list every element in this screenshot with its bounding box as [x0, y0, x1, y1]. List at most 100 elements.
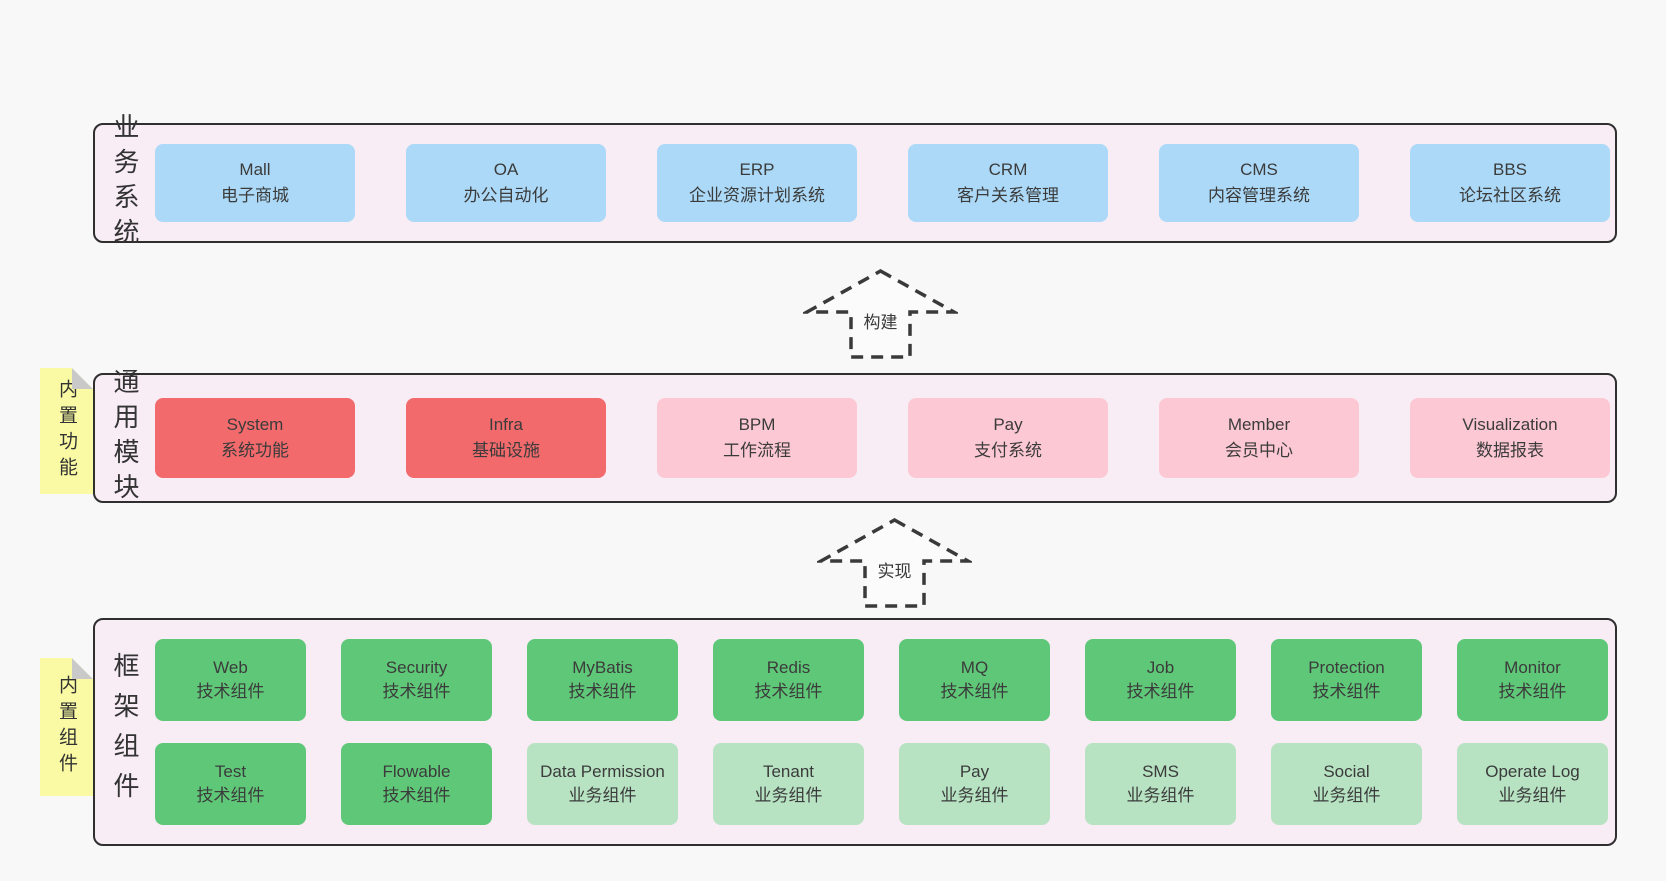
band-business-systems: 业务系统 Mall 电子商城 OA 办公自动化 ERP 企业资源计划系统 CRM…	[93, 113, 1620, 253]
box-title: CRM	[988, 160, 1028, 179]
box-crm: CRM 客户关系管理	[908, 144, 1108, 222]
sticky-note-built-in-components: 内置组件	[40, 658, 93, 796]
box-title: Job	[1146, 658, 1175, 677]
box-subtitle: 客户关系管理	[957, 186, 1059, 205]
box-title: BBS	[1492, 160, 1528, 179]
box-title: Web	[213, 658, 248, 677]
box-title: Tenant	[762, 762, 815, 781]
arrow-build: 构建	[803, 268, 958, 360]
components-row-2: Test 技术组件 Flowable 技术组件 Data Permission …	[155, 743, 1608, 825]
arrow-implement: 实现	[817, 517, 972, 609]
box-subtitle: 数据报表	[1476, 441, 1544, 460]
box-title: Test	[214, 762, 247, 781]
box-bpm: BPM 工作流程	[657, 398, 857, 478]
box-infra: Infra 基础设施	[406, 398, 606, 478]
box-title: OA	[493, 160, 519, 179]
box-member: Member 会员中心	[1159, 398, 1359, 478]
box-subtitle: 内容管理系统	[1208, 186, 1310, 205]
box-title: Member	[1227, 415, 1291, 434]
arrow-build-label: 构建	[860, 308, 901, 334]
box-subtitle: 技术组件	[382, 786, 451, 805]
box-title: Monitor	[1504, 658, 1561, 677]
box-flowable-component: Flowable 技术组件	[341, 743, 492, 825]
box-monitor-component: Monitor 技术组件	[1457, 639, 1608, 721]
components-row-1: Web 技术组件 Security 技术组件 MyBatis 技术组件 Redi…	[155, 639, 1608, 721]
box-subtitle: 技术组件	[1498, 682, 1567, 701]
note-text: 内置功能	[56, 379, 77, 483]
box-title: MyBatis	[572, 658, 633, 677]
box-subtitle: 电子商城	[221, 186, 289, 205]
band-modules-boxes: System 系统功能 Infra 基础设施 BPM 工作流程 Pay 支付系统…	[155, 375, 1620, 501]
box-title: Visualization	[1462, 415, 1558, 434]
box-bbs: BBS 论坛社区系统	[1410, 144, 1610, 222]
box-subtitle: 业务组件	[568, 786, 637, 805]
box-subtitle: 会员中心	[1225, 441, 1293, 460]
box-subtitle: 技术组件	[1312, 682, 1381, 701]
band-business-label-column: 业务系统	[95, 113, 155, 253]
box-job-component: Job 技术组件	[1085, 639, 1236, 721]
box-title: Operate Log	[1485, 762, 1580, 781]
box-subtitle: 技术组件	[754, 682, 823, 701]
band-components-label: 框架组件	[110, 652, 140, 812]
box-subtitle: 办公自动化	[463, 186, 549, 205]
box-test-component: Test 技术组件	[155, 743, 306, 825]
box-subtitle: 企业资源计划系统	[689, 186, 825, 205]
band-business-boxes: Mall 电子商城 OA 办公自动化 ERP 企业资源计划系统 CRM 客户关系…	[155, 125, 1620, 241]
box-data-permission-component: Data Permission 业务组件	[527, 743, 678, 825]
box-title: CMS	[1240, 160, 1278, 179]
band-modules-label: 通用模块	[110, 368, 140, 508]
box-subtitle: 工作流程	[723, 441, 791, 460]
arrow-implement-label: 实现	[874, 557, 915, 583]
box-mybatis-component: MyBatis 技术组件	[527, 639, 678, 721]
band-modules-label-column: 通用模块	[95, 368, 155, 508]
box-subtitle: 技术组件	[382, 682, 451, 701]
box-pay-component: Pay 业务组件	[899, 743, 1050, 825]
box-title: Mall	[239, 160, 271, 179]
box-mall: Mall 电子商城	[155, 144, 355, 222]
box-subtitle: 技术组件	[196, 786, 265, 805]
band-business-label: 业务系统	[110, 113, 140, 253]
box-cms: CMS 内容管理系统	[1159, 144, 1359, 222]
box-title: Pay	[993, 415, 1023, 434]
box-web-component: Web 技术组件	[155, 639, 306, 721]
box-subtitle: 技术组件	[196, 682, 265, 701]
box-title: ERP	[739, 160, 775, 179]
box-subtitle: 支付系统	[974, 441, 1042, 460]
band-components-rows: Web 技术组件 Security 技术组件 MyBatis 技术组件 Redi…	[155, 620, 1622, 844]
box-redis-component: Redis 技术组件	[713, 639, 864, 721]
box-subtitle: 技术组件	[940, 682, 1009, 701]
box-system: System 系统功能	[155, 398, 355, 478]
box-title: Social	[1323, 762, 1370, 781]
band-components-label-column: 框架组件	[95, 620, 155, 844]
box-title: BPM	[738, 415, 776, 434]
box-erp: ERP 企业资源计划系统	[657, 144, 857, 222]
box-visualization: Visualization 数据报表	[1410, 398, 1610, 478]
note-text: 内置组件	[56, 675, 77, 779]
box-tenant-component: Tenant 业务组件	[713, 743, 864, 825]
box-title: Security	[385, 658, 448, 677]
box-title: Flowable	[382, 762, 451, 781]
box-sms-component: SMS 业务组件	[1085, 743, 1236, 825]
box-title: Redis	[766, 658, 811, 677]
box-subtitle: 技术组件	[568, 682, 637, 701]
box-mq-component: MQ 技术组件	[899, 639, 1050, 721]
box-oa: OA 办公自动化	[406, 144, 606, 222]
box-protection-component: Protection 技术组件	[1271, 639, 1422, 721]
band-framework-components: 框架组件 Web 技术组件 Security 技术组件 MyBatis 技术组件…	[93, 618, 1617, 846]
box-title: SMS	[1142, 762, 1179, 781]
box-subtitle: 技术组件	[1126, 682, 1195, 701]
box-subtitle: 业务组件	[1498, 786, 1567, 805]
box-subtitle: 论坛社区系统	[1459, 186, 1561, 205]
box-subtitle: 基础设施	[472, 441, 540, 460]
note-fold-corner-icon	[72, 658, 93, 679]
box-title: Data Permission	[540, 762, 665, 781]
box-pay-system: Pay 支付系统	[908, 398, 1108, 478]
box-subtitle: 业务组件	[1126, 786, 1195, 805]
box-social-component: Social 业务组件	[1271, 743, 1422, 825]
box-subtitle: 业务组件	[940, 786, 1009, 805]
box-security-component: Security 技术组件	[341, 639, 492, 721]
box-title: System	[226, 415, 284, 434]
sticky-note-built-in-features: 内置功能	[40, 368, 93, 494]
box-subtitle: 系统功能	[221, 441, 289, 460]
